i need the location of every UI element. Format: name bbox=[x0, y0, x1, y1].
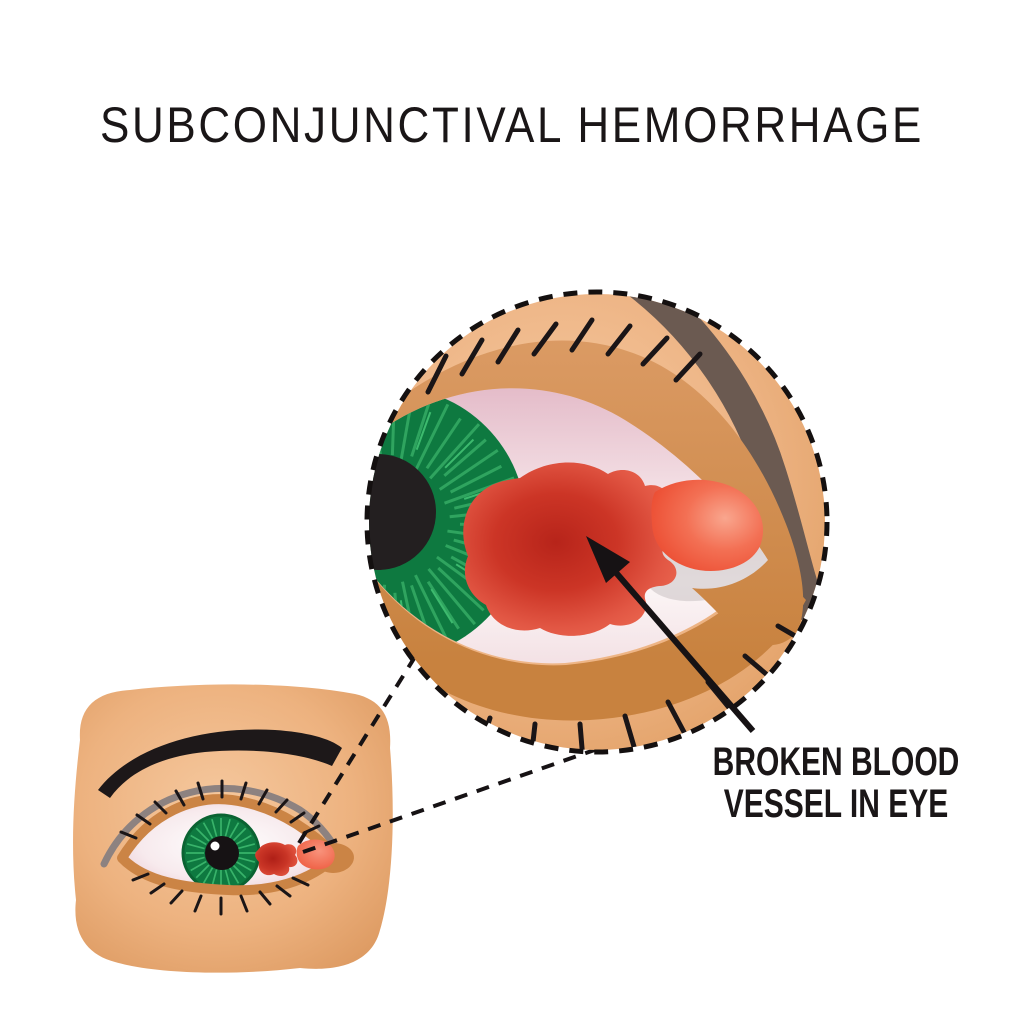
pupil-highlight bbox=[210, 841, 220, 851]
upper-eyelid bbox=[369, 340, 804, 646]
magnified-pupil bbox=[369, 454, 436, 570]
magnified-caruncle bbox=[651, 479, 764, 572]
pupil bbox=[205, 836, 239, 870]
small-eye-illustration bbox=[73, 684, 393, 973]
zoom-connector-lines bbox=[297, 650, 604, 854]
lower-eyelashes bbox=[131, 872, 310, 916]
label-line-1: BROKEN BLOOD bbox=[712, 740, 960, 784]
hemorrhage-spot bbox=[255, 842, 298, 877]
iris-streaks bbox=[186, 818, 256, 888]
upper-eyelashes bbox=[119, 779, 321, 840]
magnified-eye-view bbox=[364, 289, 830, 755]
arrowhead bbox=[586, 536, 630, 583]
eyebrow bbox=[98, 729, 342, 798]
caruncle bbox=[296, 839, 335, 870]
broken-blood-vessel-label: BROKEN BLOOD VESSEL IN EYE bbox=[705, 741, 968, 825]
eyelid-crease bbox=[100, 784, 342, 868]
dashed-circle-border bbox=[364, 289, 830, 755]
magnified-hemorrhage bbox=[463, 462, 685, 636]
pointer-arrow bbox=[586, 536, 756, 733]
page-title: SUBCONJUNCTIVAL HEMORRHAGE bbox=[99, 97, 925, 153]
lower-eyelid bbox=[369, 538, 806, 721]
label-line-2: VESSEL IN EYE bbox=[723, 782, 949, 826]
